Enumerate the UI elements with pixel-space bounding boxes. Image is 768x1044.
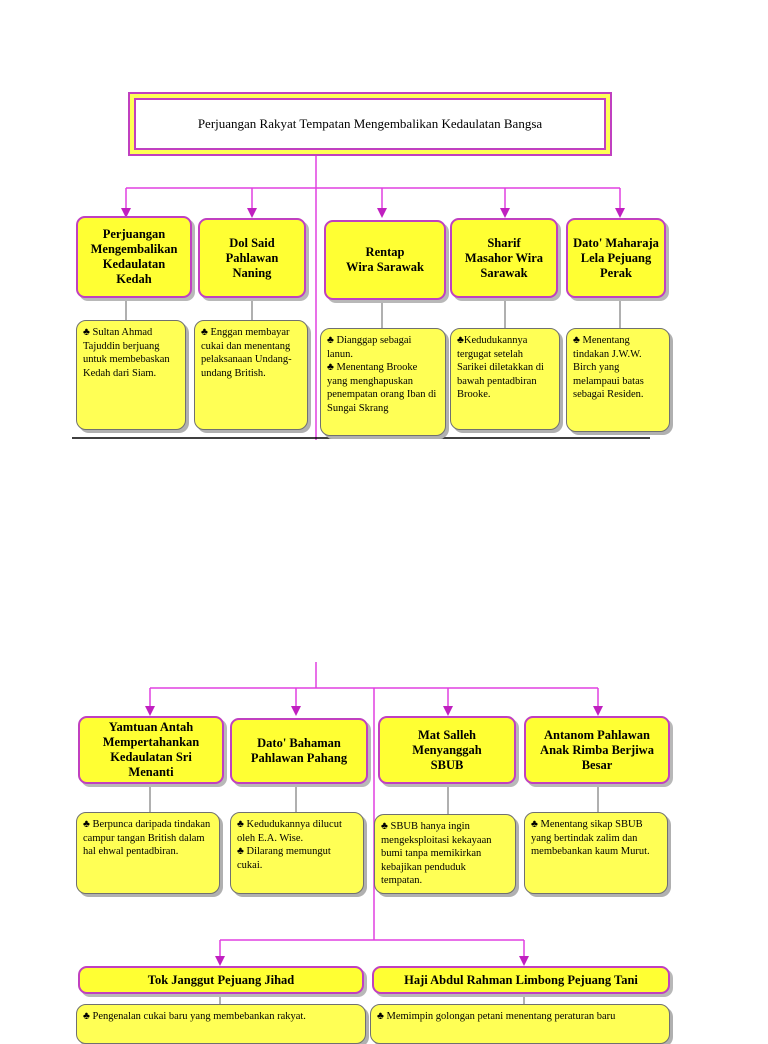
desc-text: ♣ Memimpin golongan petani menentang per… — [377, 1011, 616, 1022]
desc-text: ♣ SBUB hanya ingin mengeksploitasi kekay… — [381, 821, 492, 886]
diagram2-node-tok-janggut: Tok Janggut Pejuang Jihad — [78, 966, 364, 994]
arrow-head-icon — [519, 956, 529, 966]
diagram2-desc-yamtuan-antah: ♣ Berpunca daripada tindakan campur tang… — [76, 812, 220, 894]
diagram2-desc-dato-bahaman: ♣ Kedudukannya dilucut oleh E.A. Wise. ♣… — [230, 812, 364, 894]
desc-text: ♣ Pengenalan cukai baru yang membebankan… — [83, 1011, 306, 1022]
arrow-head-icon — [500, 208, 510, 218]
arrow-head-icon — [593, 706, 603, 716]
arrow-head-icon — [377, 208, 387, 218]
desc-text: ♣ Enggan membayar cukai dan menentang pe… — [201, 327, 292, 379]
diagram2-desc-antanom: ♣ Menentang sikap SBUB yang bertindak za… — [524, 812, 668, 894]
diagram1-node-sharif-masahor: Sharif Masahor Wira Sarawak — [450, 218, 558, 298]
arrow-head-icon — [291, 706, 301, 716]
diagram2-node-antanom: Antanom Pahlawan Anak Rimba Berjiwa Besa… — [524, 716, 670, 784]
arrow-head-icon — [121, 208, 131, 218]
diagram2-desc-mat-salleh: ♣ SBUB hanya ingin mengeksploitasi kekay… — [374, 814, 516, 894]
diagram2-node-yamtuan-antah: Yamtuan Antah Mempertahankan Kedaulatan … — [78, 716, 224, 784]
diagram1-node-dol-said: Dol Said Pahlawan Naning — [198, 218, 306, 298]
diagram1-desc-sharif-masahor: ♣Kedudukannya tergugat setelah Sarikei d… — [450, 328, 560, 430]
diagram2-node-dato-bahaman: Dato' Bahaman Pahlawan Pahang — [230, 718, 368, 784]
diagram1-desc-kedah: ♣ Sultan Ahmad Tajuddin berjuang untuk m… — [76, 320, 186, 430]
desc-text: ♣ Menentang Brooke yang menghapuskan pen… — [327, 362, 437, 414]
desc-text: ♣Kedudukannya tergugat setelah Sarikei d… — [457, 335, 544, 400]
diagram1-desc-rentap: ♣ Dianggap sebagai lanun. ♣ Menentang Br… — [320, 328, 446, 436]
desc-text: ♣ Menentang sikap SBUB yang bertindak za… — [531, 819, 650, 857]
arrow-head-icon — [443, 706, 453, 716]
diagram2-desc-haji-abdul-rahman: ♣ Memimpin golongan petani menentang per… — [370, 1004, 670, 1044]
diagram1-node-rentap: Rentap Wira Sarawak — [324, 220, 446, 300]
arrow-head-icon — [145, 706, 155, 716]
arrow-head-icon — [215, 956, 225, 966]
desc-text: ♣ Sultan Ahmad Tajuddin berjuang untuk m… — [83, 327, 170, 379]
diagram2-desc-tok-janggut: ♣ Pengenalan cukai baru yang membebankan… — [76, 1004, 366, 1044]
desc-text: ♣ Dilarang memungut cukai. — [237, 846, 331, 871]
diagram1-desc-dol-said: ♣ Enggan membayar cukai dan menentang pe… — [194, 320, 308, 430]
arrow-head-icon — [247, 208, 257, 218]
desc-text: ♣ Dianggap sebagai lanun. — [327, 335, 412, 360]
diagram1-title: Perjuangan Rakyat Tempatan Mengembalikan… — [134, 98, 606, 150]
diagram2-node-haji-abdul-rahman: Haji Abdul Rahman Limbong Pejuang Tani — [372, 966, 670, 994]
desc-text: ♣ Kedudukannya dilucut oleh E.A. Wise. — [237, 819, 342, 844]
desc-text: ♣ Berpunca daripada tindakan campur tang… — [83, 819, 211, 857]
diagram1-node-kedah: Perjuangan Mengembalikan Kedaulatan Keda… — [76, 216, 192, 298]
diagram1-desc-maharaja-lela: ♣ Menentang tindakan J.W.W. Birch yang m… — [566, 328, 670, 432]
diagram1-title-frame: Perjuangan Rakyat Tempatan Mengembalikan… — [128, 92, 612, 156]
arrow-head-icon — [615, 208, 625, 218]
desc-text: ♣ Menentang tindakan J.W.W. Birch yang m… — [573, 335, 644, 400]
diagram2-node-mat-salleh: Mat Salleh Menyanggah SBUB — [378, 716, 516, 784]
diagram1-node-maharaja-lela: Dato' Maharaja Lela Pejuang Perak — [566, 218, 666, 298]
